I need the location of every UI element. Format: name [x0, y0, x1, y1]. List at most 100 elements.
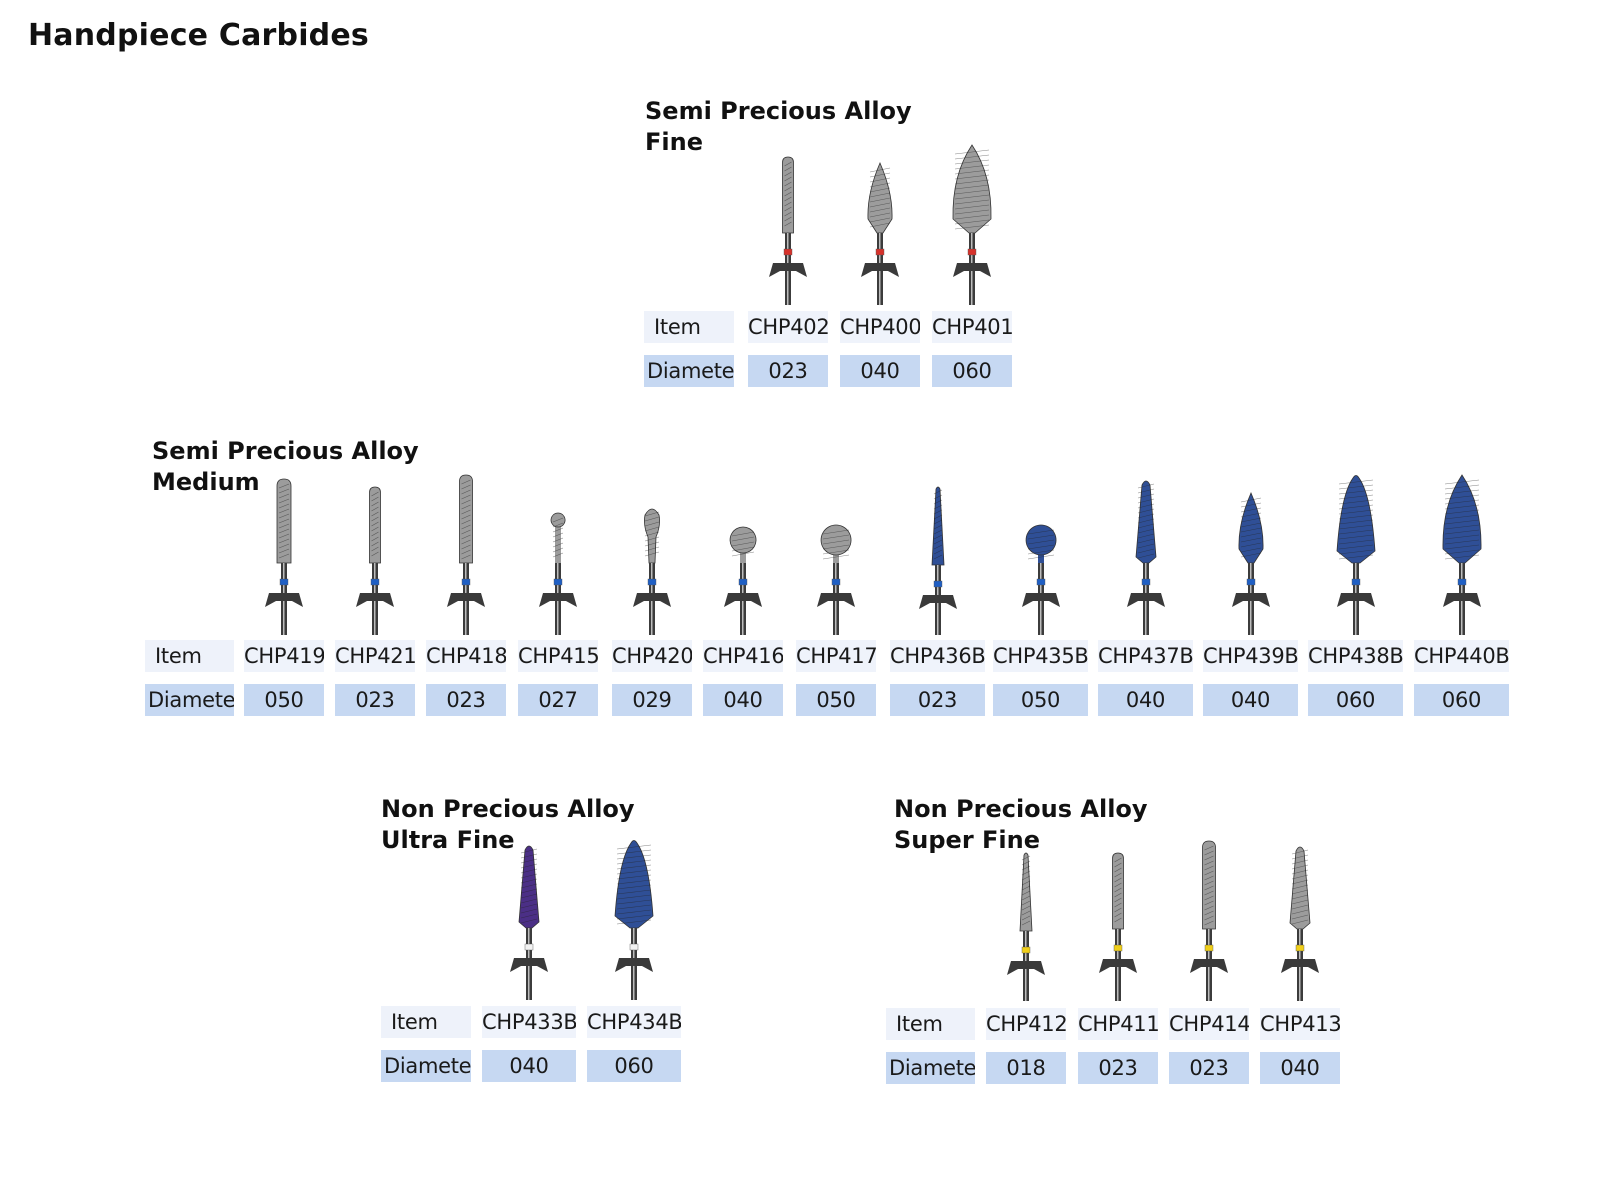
- diameter-value: 023: [426, 684, 506, 716]
- bur-chp440b: [1432, 474, 1492, 635]
- bur-illustration: [769, 156, 807, 305]
- item-code: CHP434B: [587, 1006, 681, 1038]
- item-code: CHP420: [612, 640, 692, 672]
- bur-chp433b: [499, 840, 559, 1000]
- diameter-value: 023: [1078, 1052, 1158, 1084]
- group-title-line1: Non Precious Alloy: [894, 795, 1148, 823]
- item-code: CHP412: [986, 1008, 1066, 1040]
- bur-illustration: [724, 526, 762, 635]
- diameter-value: 050: [796, 684, 876, 716]
- diameter-row-label: Diameter: [145, 684, 234, 716]
- diameter-value: 023: [890, 684, 985, 716]
- item-code: CHP440B: [1414, 640, 1509, 672]
- diameter-value: 023: [748, 355, 828, 387]
- diameter-value: 029: [612, 684, 692, 716]
- diameter-value: 060: [1308, 684, 1403, 716]
- bur-chp401: [942, 144, 1002, 305]
- bur-chp412: [996, 841, 1056, 1001]
- bur-chp402: [758, 145, 818, 305]
- bur-illustration: [1336, 475, 1375, 635]
- bur-illustration: [539, 512, 577, 635]
- item-code: CHP402: [748, 311, 828, 343]
- item-row-label: Item: [644, 311, 734, 343]
- diameter-value: 040: [482, 1050, 576, 1082]
- bur-chp421: [345, 475, 405, 635]
- item-code: CHP438B: [1308, 640, 1403, 672]
- diameter-value: 040: [1260, 1052, 1340, 1084]
- group-title-line2: Fine: [645, 128, 703, 156]
- item-code: CHP436B: [890, 640, 985, 672]
- group-title-line2: Super Fine: [894, 826, 1041, 854]
- group-title-line1: Non Precious Alloy: [381, 795, 635, 823]
- bur-illustration: [861, 161, 899, 305]
- diameter-value: 023: [335, 684, 415, 716]
- bur-chp439b: [1221, 475, 1281, 635]
- item-code: CHP418: [426, 640, 506, 672]
- page-title: Handpiece Carbides: [28, 18, 369, 53]
- bur-illustration: [614, 840, 654, 1000]
- bur-chp418: [436, 474, 496, 635]
- bur-illustration: [265, 478, 303, 635]
- bur-chp417: [806, 475, 866, 635]
- group-title-line1: Semi Precious Alloy: [152, 437, 419, 465]
- item-row-label: Item: [886, 1008, 975, 1040]
- bur-illustration: [633, 508, 671, 635]
- diameter-row-label: Diameter: [886, 1052, 975, 1084]
- diameter-value: 040: [703, 684, 783, 716]
- diameter-row-label: Diameter: [381, 1050, 471, 1082]
- group-title-line2: Ultra Fine: [381, 826, 515, 854]
- diameter-value: 040: [1098, 684, 1193, 716]
- bur-illustration: [1231, 491, 1270, 635]
- bur-illustration: [1442, 474, 1481, 635]
- diameter-row-label: Diameter: [644, 355, 734, 387]
- diameter-value: 060: [587, 1050, 681, 1082]
- diameter-value: 027: [518, 684, 598, 716]
- bur-chp438b: [1326, 475, 1386, 635]
- diameter-value: 050: [993, 684, 1088, 716]
- item-code: CHP401: [932, 311, 1012, 343]
- bur-chp420: [622, 475, 682, 635]
- item-row-label: Item: [145, 640, 234, 672]
- item-code: CHP413: [1260, 1008, 1340, 1040]
- bur-chp416: [713, 475, 773, 635]
- bur-illustration: [918, 486, 957, 635]
- item-code: CHP419: [244, 640, 324, 672]
- bur-chp436b: [908, 475, 968, 635]
- bur-illustration: [817, 524, 855, 635]
- item-code: CHP414: [1169, 1008, 1249, 1040]
- bur-illustration: [952, 144, 992, 305]
- bur-chp400: [850, 145, 910, 305]
- item-code: CHP400: [840, 311, 920, 343]
- bur-illustration: [1190, 840, 1228, 1001]
- bur-chp411: [1088, 841, 1148, 1001]
- bur-illustration: [1126, 480, 1165, 635]
- item-code: CHP439B: [1203, 640, 1298, 672]
- bur-chp414: [1179, 840, 1239, 1001]
- bur-illustration: [510, 845, 548, 1000]
- item-code: CHP437B: [1098, 640, 1193, 672]
- bur-illustration: [447, 474, 485, 635]
- diameter-value: 040: [840, 355, 920, 387]
- bur-chp419: [254, 475, 314, 635]
- bur-illustration: [356, 486, 394, 635]
- item-code: CHP417: [796, 640, 876, 672]
- diameter-value: 050: [244, 684, 324, 716]
- group-title-line2: Medium: [152, 468, 260, 496]
- item-code: CHP433B: [482, 1006, 576, 1038]
- item-code: CHP435B: [993, 640, 1088, 672]
- bur-chp437b: [1116, 475, 1176, 635]
- diameter-value: 023: [1169, 1052, 1249, 1084]
- diameter-value: 018: [986, 1052, 1066, 1084]
- item-code: CHP416: [703, 640, 783, 672]
- bur-illustration: [1281, 846, 1319, 1001]
- group-title-line1: Semi Precious Alloy: [645, 97, 912, 125]
- bur-chp413: [1270, 841, 1330, 1001]
- item-code: CHP421: [335, 640, 415, 672]
- item-row-label: Item: [381, 1006, 471, 1038]
- diameter-value: 040: [1203, 684, 1298, 716]
- bur-illustration: [1021, 524, 1060, 635]
- bur-chp435b: [1011, 475, 1071, 635]
